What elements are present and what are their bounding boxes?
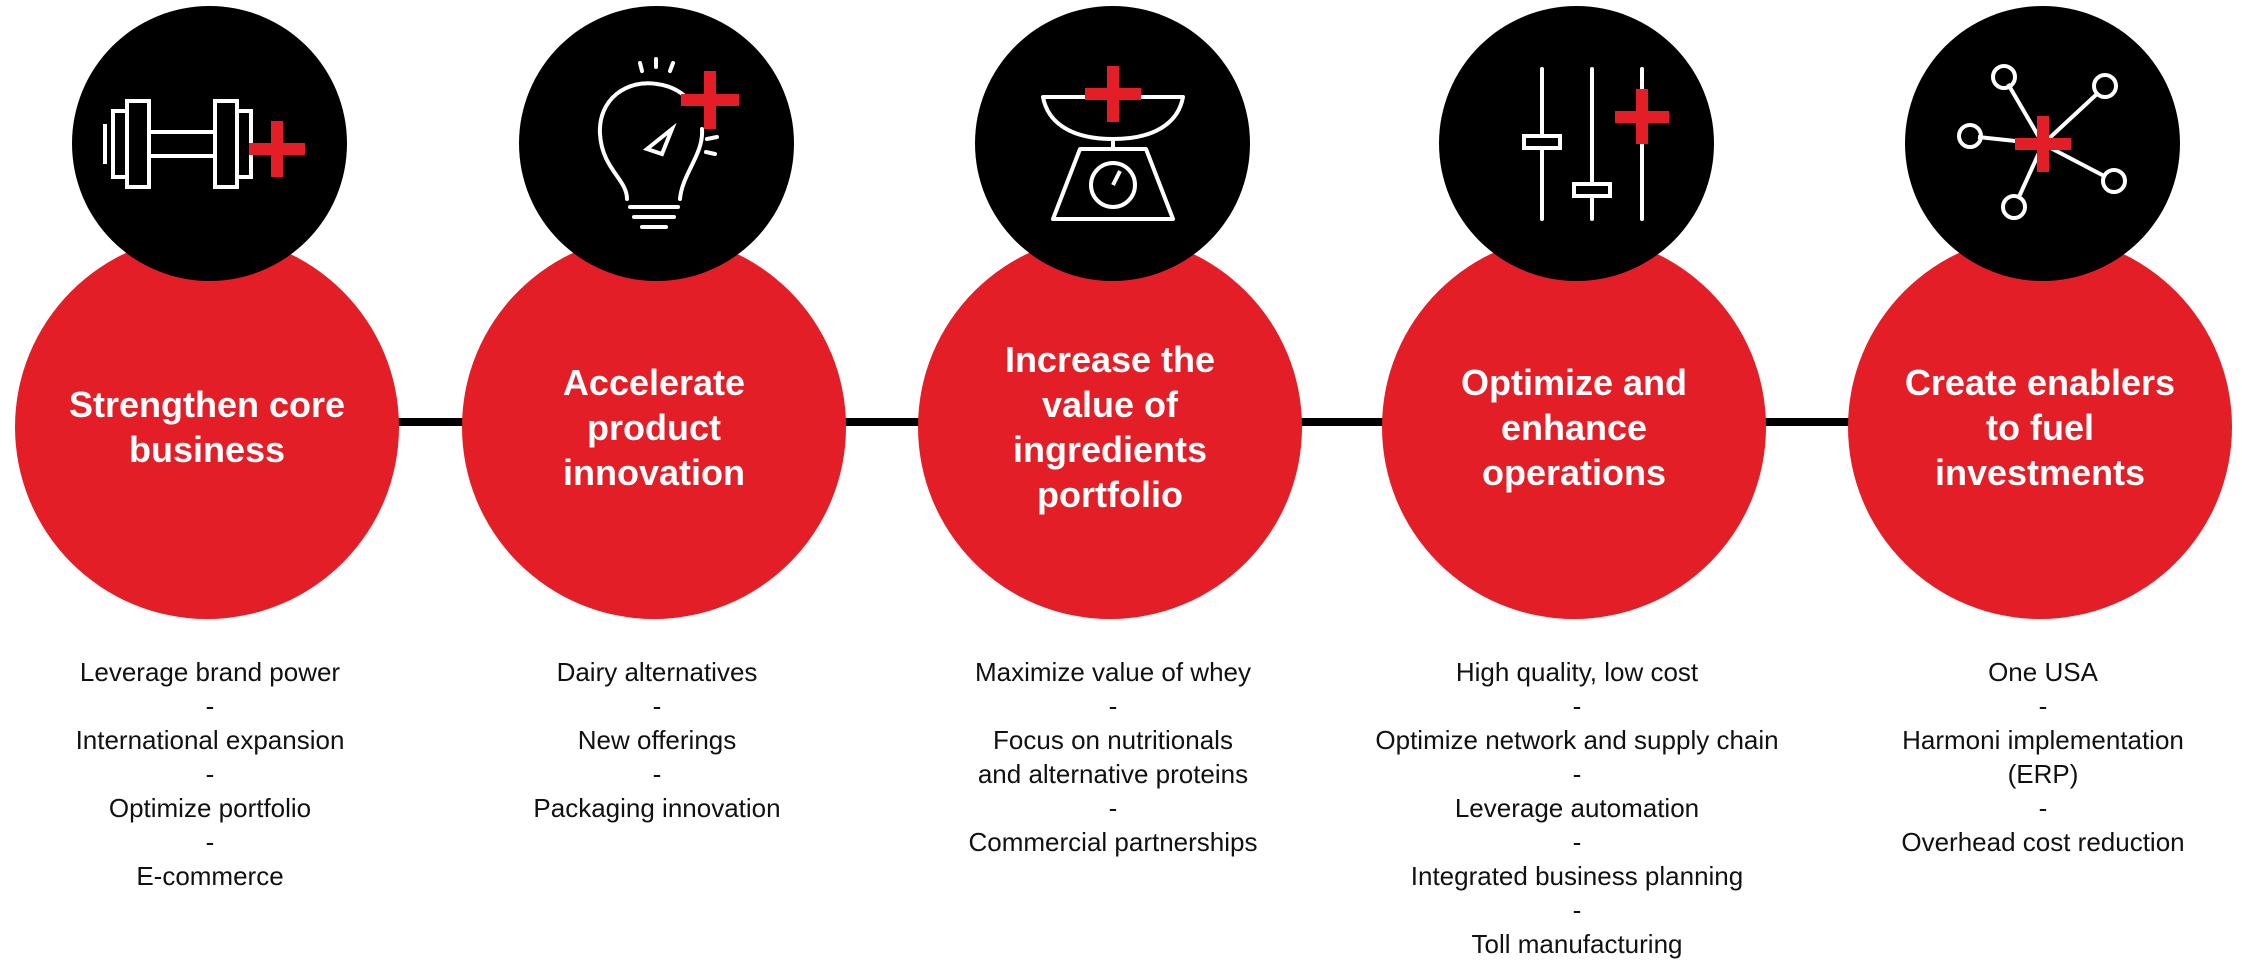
pillar-title: Optimize and enhance operations (1460, 361, 1688, 493)
list-item: Overhead cost reduction (1901, 827, 2185, 857)
list-item: Optimize portfolio (108, 793, 312, 823)
list-item: Leverage brand power (79, 657, 341, 687)
pillar-strengthen-core-business: Strengthen core business Leverage brand … (15, 0, 405, 959)
pillar-accelerate-product-innovation: Accelerate product innovation (462, 0, 852, 959)
pillar-items: Dairy alternatives - New offerings - Pac… (432, 655, 882, 825)
pillar-title: Strengthen core business (68, 384, 346, 470)
pillar-circle: Accelerate product innovation (462, 235, 846, 619)
pillar-increase-ingredients-value: Increase the value of ingredients portfo… (918, 0, 1308, 959)
list-item: Optimize network and supply chain (1375, 725, 1779, 755)
list-item: High quality, low cost (1455, 657, 1699, 687)
pillar-title: Accelerate product innovation (562, 361, 746, 493)
pillar-title: Create enablers to fuel investments (1904, 361, 2176, 493)
list-item: - (652, 759, 662, 789)
pillar-items: High quality, low cost - Optimize networ… (1352, 655, 1802, 961)
icon-circle (72, 6, 347, 281)
pillar-optimize-operations: Optimize and enhance operations High qua… (1375, 0, 1779, 959)
pillar-circle: Create enablers to fuel investments (1848, 235, 2232, 619)
list-item: Toll manufacturing (1471, 929, 1683, 959)
pillar-items: Maximize value of whey - Focus on nutrit… (888, 655, 1338, 859)
icon-circle (519, 6, 794, 281)
connector-line (1300, 418, 1387, 426)
pillar-circle: Increase the value of ingredients portfo… (918, 235, 1302, 619)
pillar-items: One USA - Harmoni implementation (ERP) -… (1818, 655, 2242, 859)
list-item: - (2038, 793, 2048, 823)
lightbulb-plus-icon (597, 56, 739, 229)
icon-circle (1439, 6, 1714, 281)
list-item: Packaging innovation (533, 793, 781, 823)
icon-circle (975, 6, 1250, 281)
list-item: Dairy alternatives (556, 657, 758, 687)
scale-plus-icon (1040, 65, 1185, 221)
connector-line (395, 418, 467, 426)
list-item: - (1572, 691, 1582, 721)
list-item: One USA (1988, 657, 2098, 687)
list-item: Harmoni implementation (1902, 725, 2184, 755)
icon-circle (1905, 6, 2180, 281)
list-item: - (652, 691, 662, 721)
list-item: Maximize value of whey (975, 657, 1251, 687)
list-item: - (205, 759, 215, 789)
list-item: - (205, 691, 215, 721)
network-plus-icon (1956, 63, 2127, 220)
list-item: Integrated business planning (1410, 861, 1744, 891)
pillar-create-enablers: Create enablers to fuel investments On (1848, 0, 2238, 959)
connector-line (1763, 418, 1853, 426)
sliders-plus-icon (1521, 66, 1669, 221)
list-item: New offerings (577, 725, 737, 755)
connector-line (843, 418, 921, 426)
pillar-title: Increase the value of ingredients portfo… (1004, 339, 1216, 515)
list-item: and alternative proteins (977, 759, 1249, 789)
list-item: - (2038, 691, 2048, 721)
list-item: Commercial partnerships (968, 827, 1258, 857)
list-item: E-commerce (136, 861, 284, 891)
list-item: - (1572, 895, 1582, 925)
list-item: - (1572, 759, 1582, 789)
list-item: Focus on nutritionals (993, 725, 1233, 755)
pillar-circle: Optimize and enhance operations (1382, 235, 1766, 619)
list-item: - (1572, 827, 1582, 857)
dumbbell-plus-icon (102, 98, 305, 189)
list-item: (ERP) (2007, 759, 2079, 789)
list-item: Leverage automation (1454, 793, 1700, 823)
pillar-items: Leverage brand power - International exp… (0, 655, 435, 893)
pillar-circle: Strengthen core business (15, 235, 399, 619)
list-item: International expansion (75, 725, 345, 755)
list-item: - (1108, 691, 1118, 721)
list-item: - (1108, 793, 1118, 823)
list-item: - (205, 827, 215, 857)
